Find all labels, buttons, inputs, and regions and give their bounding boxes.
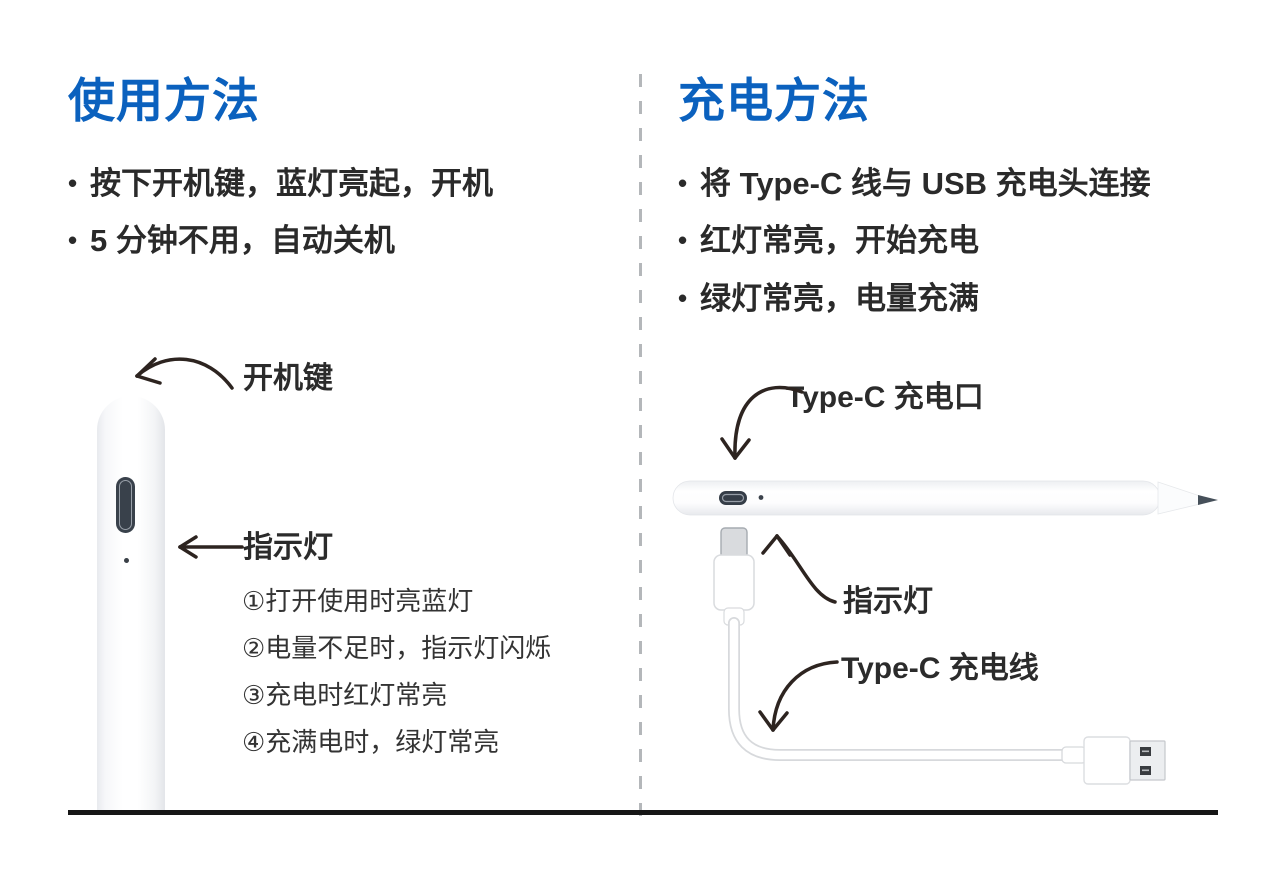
charging-bullet-1: • 将 Type-C 线与 USB 充电头连接: [678, 166, 1151, 202]
power-button-label: 开机键: [243, 362, 333, 395]
bullet-dot: •: [678, 168, 688, 198]
indicator-label-left: 指示灯: [243, 531, 333, 564]
cable-outline: [728, 617, 1070, 761]
usb-contact-slit: [1142, 750, 1149, 753]
charging-bullet-3-text: 绿灯常亮，电量充满: [700, 281, 979, 316]
pen-tip: [1198, 495, 1218, 505]
charging-bullet-1-text: 将 Type-C 线与 USB 充电头连接: [700, 166, 1151, 201]
pen-cone: [1157, 481, 1201, 515]
bullet-dot: •: [68, 225, 78, 255]
charging-bullet-2-text: 红灯常亮，开始充电: [700, 223, 979, 258]
charging-title: 充电方法: [678, 74, 870, 127]
typec-cable-label: Type-C 充电线: [841, 652, 1039, 685]
indicator-label-right: 指示灯: [843, 585, 933, 618]
charging-bullet-2: • 红灯常亮，开始充电: [678, 223, 979, 259]
charging-cable-illustration: [713, 527, 1166, 785]
usb-contact-slit: [1142, 769, 1149, 772]
cable-core: [729, 618, 1069, 760]
arrow-to-power-button-icon: [135, 357, 234, 390]
arrow-to-typec-port-icon: [720, 385, 804, 460]
usb-strain-relief: [1061, 746, 1087, 764]
typec-plug-metal: [720, 527, 748, 559]
usage-note-1: ①打开使用时亮蓝灯: [242, 586, 474, 616]
typec-port: [719, 491, 747, 505]
usb-plug-body: [1083, 736, 1131, 785]
power-button-highlight: [119, 480, 132, 530]
usage-note-4: ④充满电时，绿灯常亮: [242, 727, 500, 757]
usb-plug-metal: [1129, 740, 1166, 781]
power-button: [116, 477, 135, 533]
section-divider: [639, 74, 642, 822]
stylus-horizontal-illustration: [672, 480, 1218, 516]
bullet-dot: •: [68, 168, 78, 198]
usage-title: 使用方法: [68, 74, 260, 127]
indicator-led: [758, 495, 764, 500]
bullet-dot: •: [678, 283, 688, 313]
typec-port-label: Type-C 充电口: [786, 381, 984, 414]
typec-port-highlight: [721, 493, 745, 503]
usage-bullet-2: • 5 分钟不用，自动关机: [68, 223, 395, 259]
indicator-led: [124, 558, 129, 563]
arrow-to-indicator-icon: [178, 535, 244, 559]
usage-bullet-1-text: 按下开机键，蓝灯亮起，开机: [90, 166, 493, 201]
charging-bullet-3: • 绿灯常亮，电量充满: [678, 281, 979, 317]
bullet-dot: •: [678, 225, 688, 255]
usage-bullet-2-text: 5 分钟不用，自动关机: [90, 223, 395, 258]
arrow-to-cable-icon: [758, 660, 839, 732]
arrow-to-indicator-right-icon: [761, 534, 837, 604]
stylus-vertical-illustration: [97, 396, 165, 812]
usage-bullet-1: • 按下开机键，蓝灯亮起，开机: [68, 166, 493, 202]
typec-plug-body: [713, 554, 755, 611]
bottom-rule: [68, 810, 1218, 815]
usage-note-3: ③充电时红灯常亮: [242, 680, 448, 710]
usage-note-2: ②电量不足时，指示灯闪烁: [242, 633, 552, 663]
